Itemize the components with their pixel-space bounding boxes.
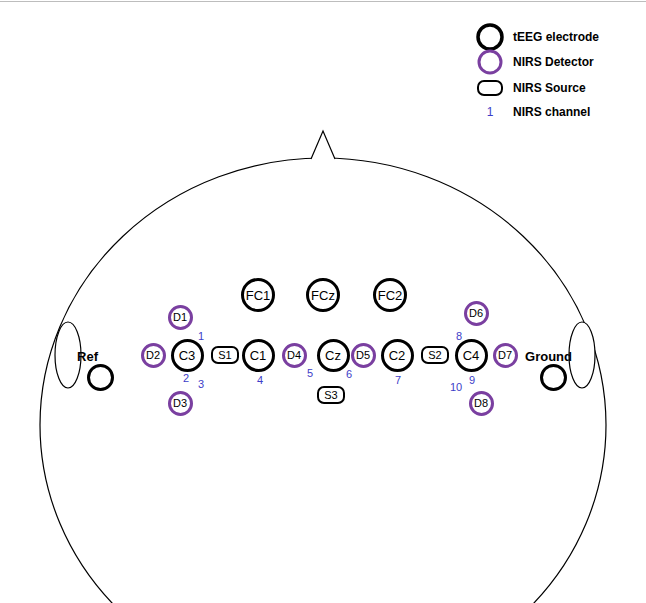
teeg-electrode: FC1 xyxy=(241,278,276,313)
electrode-label: Ref xyxy=(77,350,98,363)
node-label: D5 xyxy=(356,350,370,361)
channel-number: 10 xyxy=(450,382,462,393)
teeg-electrode: Ref xyxy=(87,364,114,391)
node-label: C1 xyxy=(250,349,267,362)
channel-number: 8 xyxy=(456,331,462,342)
nirs-detector: D8 xyxy=(469,391,494,416)
nirs-detector: D1 xyxy=(168,305,193,330)
channel-number: 2 xyxy=(183,373,189,384)
legend-text: NIRS Detector xyxy=(513,56,594,68)
legend-electrode-swatch xyxy=(478,25,502,49)
teeg-electrode: C2 xyxy=(381,339,414,372)
teeg-electrode: Cz xyxy=(317,339,350,372)
nose-symbol xyxy=(311,131,335,159)
channel-number: 7 xyxy=(395,375,401,386)
legend-swatches xyxy=(478,25,502,95)
node-label: FC1 xyxy=(246,289,271,302)
legend-text: NIRS Source xyxy=(513,82,586,94)
node-label: Cz xyxy=(325,349,341,362)
nirs-detector: D5 xyxy=(351,343,376,368)
node-label: S2 xyxy=(428,350,441,361)
node-label: FC2 xyxy=(378,289,403,302)
channel-number: 3 xyxy=(198,379,204,390)
head-outline xyxy=(40,158,606,603)
node-label: C3 xyxy=(179,349,196,362)
node-label: D7 xyxy=(498,350,512,361)
electrode-label: Ground xyxy=(525,350,572,363)
teeg-electrode: Ground xyxy=(540,364,567,391)
frame-line xyxy=(0,1,646,2)
channel-number: 6 xyxy=(346,369,352,380)
nirs-detector: D7 xyxy=(493,343,518,368)
legend-source-swatch xyxy=(478,81,502,95)
teeg-electrode: C1 xyxy=(242,339,275,372)
teeg-electrode: C4 xyxy=(455,339,488,372)
nirs-detector: D6 xyxy=(464,301,489,326)
nirs-detector: D3 xyxy=(168,391,193,416)
nirs-detector: D2 xyxy=(141,343,166,368)
channel-number: 1 xyxy=(198,331,204,342)
legend-channel-swatch: 1 xyxy=(487,106,494,118)
channel-number: 9 xyxy=(469,375,475,386)
channel-number: 4 xyxy=(257,375,263,386)
teeg-electrode: FCz xyxy=(306,278,340,312)
right-ear xyxy=(569,322,595,388)
node-label: S1 xyxy=(218,350,231,361)
node-label: D2 xyxy=(146,350,160,361)
legend-text: tEEG electrode xyxy=(513,31,599,43)
nirs-detector: D4 xyxy=(282,343,307,368)
node-label: D1 xyxy=(173,312,187,323)
nirs-source: S3 xyxy=(317,386,345,404)
nirs-source: S1 xyxy=(211,346,239,364)
nirs-source: S2 xyxy=(421,346,449,364)
node-label: D4 xyxy=(287,350,301,361)
node-label: FCz xyxy=(311,289,335,302)
channel-number: 5 xyxy=(307,368,313,379)
legend-text: NIRS channel xyxy=(513,106,590,118)
node-label: D8 xyxy=(474,398,488,409)
node-label: C4 xyxy=(463,349,480,362)
teeg-electrode: FC2 xyxy=(373,278,408,313)
node-label: C2 xyxy=(389,349,406,362)
node-label: S3 xyxy=(324,390,337,401)
legend-detector-swatch xyxy=(479,51,501,73)
node-label: D6 xyxy=(469,308,483,319)
node-label: D3 xyxy=(173,398,187,409)
teeg-electrode: C3 xyxy=(171,339,204,372)
